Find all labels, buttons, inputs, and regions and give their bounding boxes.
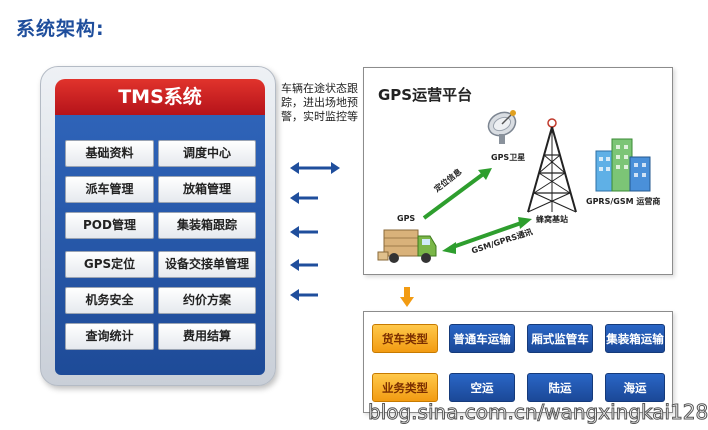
air-transport-button[interactable]: 空运 bbox=[449, 373, 515, 402]
bidirectional-arrow-icon bbox=[290, 162, 340, 174]
module-pod[interactable]: POD管理 bbox=[65, 212, 154, 239]
page-heading: 系统架构: bbox=[16, 18, 105, 40]
module-box-release[interactable]: 放箱管理 bbox=[158, 176, 256, 203]
operator-label: GPRS/GSM 运营商 bbox=[586, 197, 661, 206]
tms-title-bar bbox=[55, 79, 265, 115]
satellite-dish-icon bbox=[487, 110, 517, 144]
tower-label: 蜂窝基站 bbox=[536, 215, 568, 224]
box-supervision-button[interactable]: 厢式监管车 bbox=[527, 324, 593, 353]
left-arrow-icon bbox=[290, 289, 318, 301]
truck-type-button[interactable]: 货车类型 bbox=[372, 324, 438, 353]
land-transport-button[interactable]: 陆运 bbox=[527, 373, 593, 402]
gps-platform-title: GPS运营平台 bbox=[378, 86, 473, 104]
left-arrow-icon bbox=[290, 226, 318, 238]
module-equipment-handover[interactable]: 设备交接单管理 bbox=[158, 251, 256, 278]
module-fee-settlement[interactable]: 费用结算 bbox=[158, 323, 256, 350]
module-pricing-plan[interactable]: 约价方案 bbox=[158, 287, 256, 314]
tracking-note: 车辆在途状态跟踪，进出场地预警，实时监控等 bbox=[281, 82, 358, 123]
module-vehicle-dispatch[interactable]: 派车管理 bbox=[65, 176, 154, 203]
cell-tower-icon bbox=[527, 118, 577, 213]
regular-transport-button[interactable]: 普通车运输 bbox=[449, 324, 515, 353]
operator-buildings-icon bbox=[595, 138, 651, 192]
watermark: blog.sina.com.cn/wangxingkai128 bbox=[367, 400, 708, 425]
sea-transport-button[interactable]: 海运 bbox=[605, 373, 665, 402]
business-type-button[interactable]: 业务类型 bbox=[372, 373, 438, 402]
truck-gps-label: GPS bbox=[397, 214, 416, 223]
signal-arrows-icon bbox=[422, 168, 532, 254]
container-transport-button[interactable]: 集装箱运输 bbox=[605, 324, 665, 353]
satellite-label: GPS卫星 bbox=[491, 153, 526, 162]
module-safety[interactable]: 机务安全 bbox=[65, 287, 154, 314]
truck-icon bbox=[377, 229, 437, 263]
left-arrow-icon bbox=[290, 259, 318, 271]
left-arrow-icon bbox=[290, 192, 318, 204]
module-query-statistics[interactable]: 查询统计 bbox=[65, 323, 154, 350]
module-basic-data[interactable]: 基础资料 bbox=[65, 140, 154, 167]
down-arrow-icon bbox=[400, 287, 414, 307]
module-container-tracking[interactable]: 集装箱跟踪 bbox=[158, 212, 256, 239]
tms-title: TMS系统 bbox=[118, 86, 202, 108]
module-dispatch-center[interactable]: 调度中心 bbox=[158, 140, 256, 167]
module-gps-positioning[interactable]: GPS定位 bbox=[65, 251, 154, 278]
